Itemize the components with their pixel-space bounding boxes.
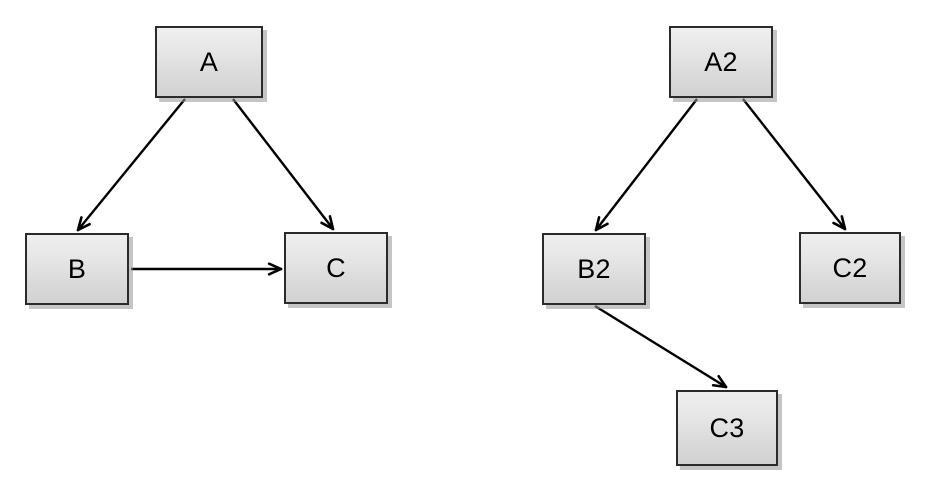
arrowhead-stroke [711,383,728,389]
edge-a2-to-b2 [594,98,698,232]
node-a[interactable]: A [155,26,263,98]
node-label: A [199,46,219,77]
node-a2[interactable]: A2 [669,26,773,98]
node-label: C [326,252,346,283]
node-b2[interactable]: B2 [542,233,646,305]
node-c3[interactable]: C3 [676,390,778,466]
arrowhead-stroke [320,221,335,231]
node-label: B2 [577,253,611,284]
edge-b2-to-c3 [594,304,728,389]
node-label: C3 [709,412,745,443]
edge-line [78,98,186,230]
edge-line [742,98,845,229]
node-c2[interactable]: C2 [799,232,901,304]
arrowhead-stroke [267,267,283,276]
node-label: A2 [704,46,738,77]
edge-line [232,98,333,229]
node-c[interactable]: C [284,232,388,304]
arrowhead-stroke [832,221,847,231]
arrowhead-stroke [717,374,728,389]
arrowhead-stroke [267,262,283,271]
arrowhead-stroke [594,222,609,232]
edge-a2-to-c2 [742,98,847,231]
arrowhead-stroke [76,222,91,232]
edge-a-to-b [76,98,186,232]
node-label: C2 [832,252,868,283]
edge-a-to-c [232,98,335,231]
edge-line [596,98,698,230]
arrowhead-stroke [840,215,847,231]
edge-b-to-c [131,262,283,276]
edge-line [594,304,725,387]
arrowhead-stroke [76,216,83,232]
arrowhead-stroke [594,216,601,232]
arrowhead-stroke [328,215,335,231]
node-label: B [67,253,87,284]
node-b[interactable]: B [25,233,129,305]
